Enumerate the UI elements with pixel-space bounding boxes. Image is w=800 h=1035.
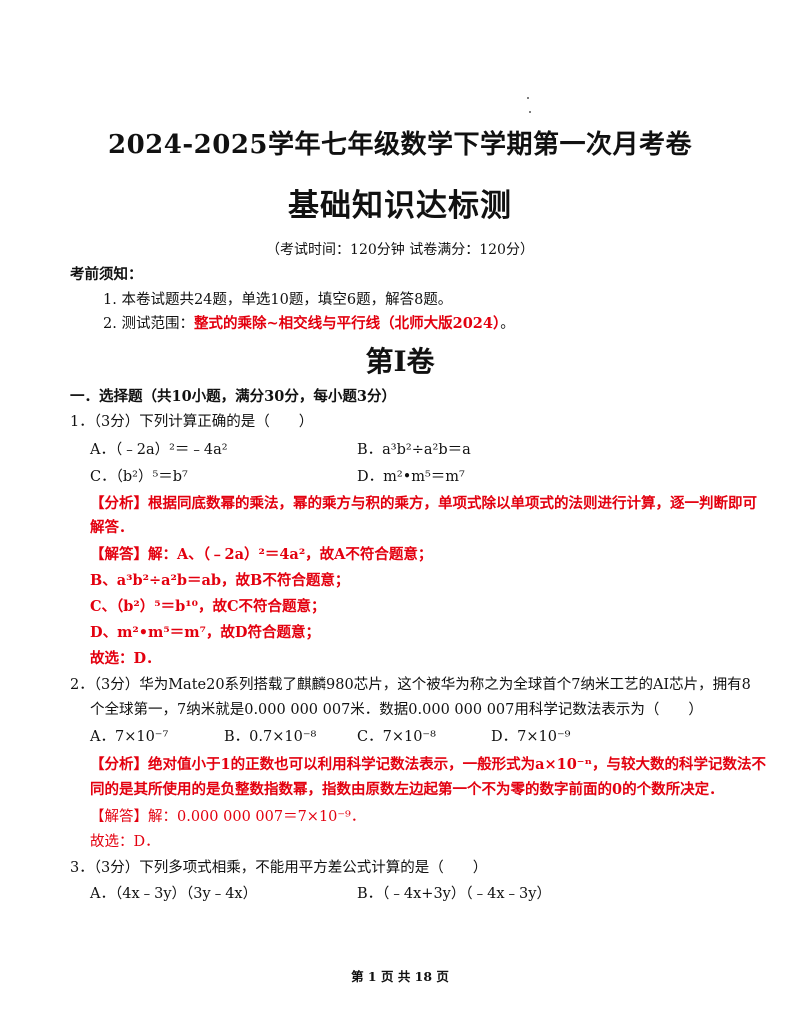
q1-stem: 1．（3分）下列计算正确的是（ ） [70,414,314,430]
q2-answer: 故选：D． [90,834,160,850]
q1-solution-a: 【解答】解：A、（﹣2a）²＝4a²，故A不符合题意； [90,546,433,563]
q1-analysis-line-2: 解答． [90,519,134,536]
decorative-dot [527,97,529,99]
q2-option-b: B．0.7×10⁻⁸ [224,729,317,745]
q1-solution-b: B、a³b²÷a²b＝ab，故B不符合题意； [90,572,350,589]
q2-stem-line-1: 2．（3分）华为Mate20系列搭载了麒麟980芯片，这个被华为称之为全球首个7… [70,677,751,693]
notice-item-1: 1. 本卷试题共24题，单选10题，填空6题，解答8题。 [103,292,453,308]
q1-option-b: B．a³b²÷a²b＝a [357,442,471,458]
q2-stem-line-2: 个全球第一，7纳米就是0.000 000 007米．数据0.000 000 00… [90,702,703,718]
q2-option-d: D．7×10⁻⁹ [491,729,571,745]
exam-info: （考试时间：120分钟 试卷满分：120分） [266,242,534,258]
exam-subtitle: 基础知识达标测 [288,188,512,224]
q2-option-a: A．7×10⁻⁷ [90,729,169,745]
notice-item-2-prefix: 2. 测试范围： [103,316,194,332]
test-range: 整式的乘除~相交线与平行线（北师大版2024） [193,315,501,332]
q1-option-d: D．m²•m⁵＝m⁷ [357,469,465,485]
notice-item-2: 2. 测试范围：整式的乘除~相交线与平行线（北师大版2024）。 [103,314,515,334]
notice-item-2-suffix: 。 [500,316,515,332]
q1-solution-d: D、m²•m⁵＝m⁷，故D符合题意； [90,624,320,641]
q1-option-c: C．（b²）⁵＝b⁷ [90,469,188,485]
q1-answer: 故选：D． [90,650,161,667]
decorative-dot [529,111,531,113]
section-heading: 一．选择题（共10小题，满分30分，每小题3分） [70,388,396,405]
notice-heading: 考前须知： [70,266,143,283]
q1-option-a: A．（﹣2a）²＝﹣4a² [90,442,228,458]
q1-analysis-line-1: 【分析】根据同底数幂的乘法，幂的乘方与积的乘方，单项式除以单项式的法则进行计算，… [90,495,757,512]
q1-solution-c: C、（b²）⁵＝b¹⁰，故C不符合题意； [90,598,326,615]
q2-solution: 【解答】解：0.000 000 007＝7×10⁻⁹． [90,809,366,825]
q2-analysis-line-1: 【分析】绝对值小于1的正数也可以利用科学记数法表示，一般形式为a×10⁻ⁿ，与较… [90,756,766,773]
q3-option-b: B．（﹣4x+3y）（﹣4x﹣3y） [357,886,551,902]
exam-title: 2024-2025学年七年级数学下学期第一次月考卷 [107,130,693,160]
q3-stem: 3．（3分）下列多项式相乘，不能用平方差公式计算的是（ ） [70,860,488,876]
q3-option-a: A．（4x﹣3y）（3y﹣4x） [90,886,258,902]
q2-option-c: C．7×10⁻⁸ [357,729,436,745]
page-footer: 第 1 页 共 18 页 [351,969,449,984]
volume-title: 第Ⅰ卷 [365,345,435,378]
q2-analysis-line-2: 同的是其所使用的是负整数指数幂，指数由原数左边起第一个不为零的数字前面的0的个数… [90,781,724,798]
